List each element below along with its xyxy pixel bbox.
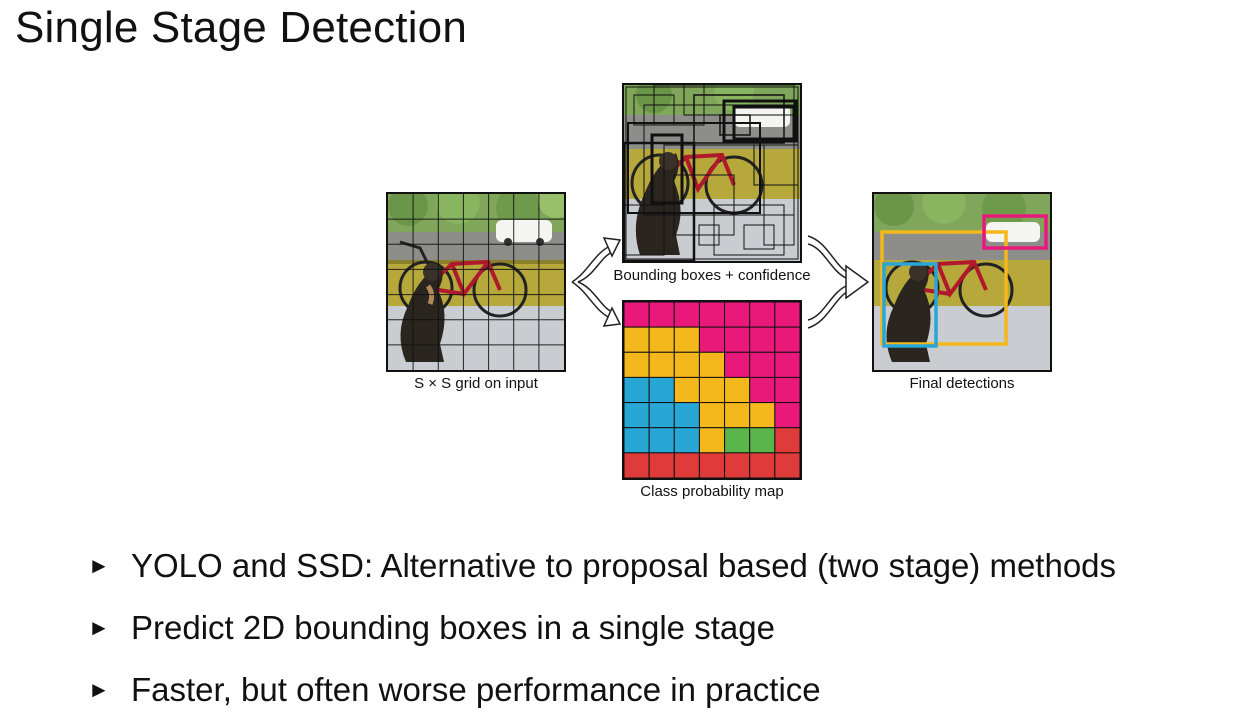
final-caption: Final detections (909, 375, 1015, 392)
class-cell-car (774, 326, 800, 353)
bullet-item: ► Predict 2D bounding boxes in a single … (88, 597, 1116, 659)
class-cell-red (673, 452, 700, 478)
bounding-boxes-image (622, 83, 802, 263)
class-cell-car (774, 376, 800, 404)
class-cell-car (774, 302, 800, 328)
final-detections-image (872, 192, 1052, 372)
class-cell-bicycle (698, 427, 726, 454)
bullet-list: ► YOLO and SSD: Alternative to proposal … (88, 535, 1116, 721)
detection-dog (882, 262, 938, 348)
class-cell-bicycle (673, 326, 700, 353)
class-cell-car (648, 302, 675, 328)
class-cell-bicycle (724, 402, 751, 429)
class-cell-dog (673, 402, 700, 429)
detection-bicycle (880, 230, 1008, 346)
class-cell-car (698, 326, 726, 353)
class-cell-bicycle (698, 351, 726, 378)
bullet-text: Predict 2D bounding boxes in a single st… (131, 609, 775, 646)
bullet-item: ► Faster, but often worse performance in… (88, 659, 1116, 721)
class-cell-bicycle (624, 351, 650, 378)
bullet-marker-icon: ► (88, 677, 110, 702)
class-cell-car (724, 351, 751, 378)
class-cell-bicycle (698, 402, 726, 429)
class-cell-red (774, 452, 800, 478)
class-cell-green (724, 427, 751, 454)
class-cell-car (749, 351, 776, 378)
class-cell-car (724, 326, 751, 353)
class-cell-car (749, 326, 776, 353)
class-cell-car (724, 302, 751, 328)
class-cell-bicycle (724, 376, 751, 404)
boxes-caption: Bounding boxes + confidence (613, 267, 811, 284)
class-cell-dog (624, 376, 650, 404)
detection-boxes (880, 214, 1048, 348)
class-cell-car (774, 402, 800, 429)
class-cell-red (724, 452, 751, 478)
bullet-text: YOLO and SSD: Alternative to proposal ba… (131, 547, 1117, 584)
bullet-text: Faster, but often worse performance in p… (131, 671, 821, 708)
detection-car (982, 214, 1048, 250)
class-cell-dog (624, 402, 650, 429)
class-cell-green (749, 427, 776, 454)
class-cell-red (774, 427, 800, 454)
class-cell-bicycle (698, 376, 726, 404)
class-cell-red (698, 452, 726, 478)
bullet-item: ► YOLO and SSD: Alternative to proposal … (88, 535, 1116, 597)
input-caption: S × S grid on input (414, 375, 538, 392)
bullet-marker-icon: ► (88, 553, 110, 578)
split-arrows (571, 237, 622, 327)
class-cell-car (698, 302, 726, 328)
input-grid-image (386, 192, 566, 372)
slide-title: Single Stage Detection (15, 3, 468, 52)
class-cell-car (749, 376, 776, 404)
class-cell-red (749, 452, 776, 478)
class-cell-dog (648, 376, 675, 404)
class-cell-dog (648, 427, 675, 454)
class-cell-red (624, 452, 650, 478)
candidate-boxes-overlay (624, 85, 799, 261)
class-cell-red (648, 452, 675, 478)
bullet-marker-icon: ► (88, 615, 110, 640)
class-cell-car (749, 302, 776, 328)
class-cell-car (673, 302, 700, 328)
grid-overlay (388, 194, 564, 370)
class-cell-dog (624, 427, 650, 454)
merge-arrows (807, 235, 870, 329)
class-cell-bicycle (648, 351, 675, 378)
class-cell-dog (648, 402, 675, 429)
class-cell-bicycle (673, 351, 700, 378)
class-probability-map (622, 300, 802, 480)
class-cell-car (774, 351, 800, 378)
classmap-caption: Class probability map (640, 483, 784, 500)
class-cell-dog (673, 427, 700, 454)
class-cell-bicycle (648, 326, 675, 353)
class-cell-bicycle (673, 376, 700, 404)
class-cell-bicycle (749, 402, 776, 429)
